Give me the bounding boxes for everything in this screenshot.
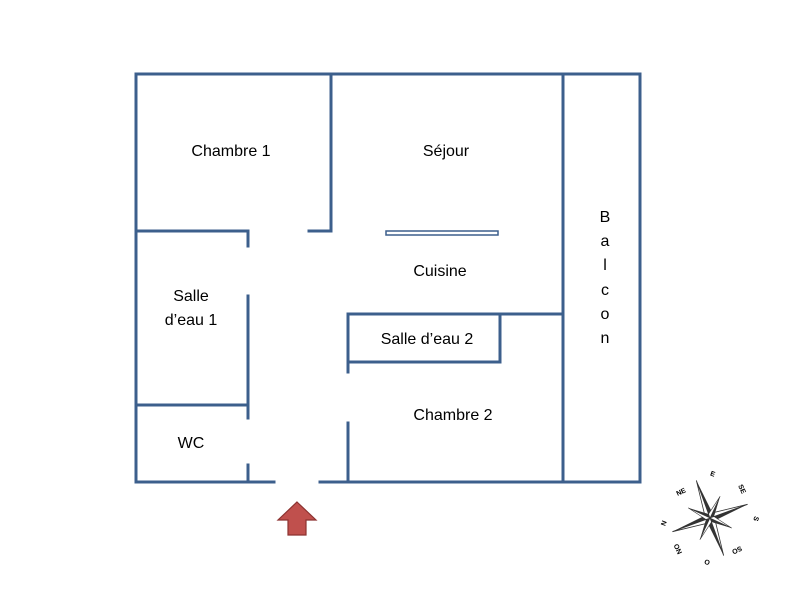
label-cuisine: Cuisine [413, 263, 466, 280]
balcon-letter: B [600, 209, 611, 226]
up-arrow-icon [276, 501, 318, 536]
label-salle-eau2: Salle d’eau 2 [381, 331, 474, 348]
label-chambre1: Chambre 1 [191, 143, 270, 160]
label-salle-eau1-line2: d’eau 1 [165, 312, 218, 329]
compass-label: SO [730, 544, 743, 555]
walls [134, 72, 642, 484]
compass-label: S [751, 515, 759, 522]
compass-label: E [709, 471, 716, 479]
label-chambre2: Chambre 2 [413, 407, 492, 424]
balcon-letter: n [601, 330, 610, 347]
label-sejour: Séjour [423, 143, 470, 160]
compass-label: SE [736, 484, 746, 496]
compass-rose-icon: N NE E SE S SO O NO [660, 471, 759, 566]
balcon-letter: a [601, 233, 610, 250]
balcon-letter: o [601, 306, 610, 323]
balcon-letter: c [601, 282, 609, 299]
compass-label: N [660, 520, 668, 527]
compass-label: NE [675, 487, 687, 498]
label-salle-eau1-line1: Salle [173, 288, 209, 305]
compass-label: NO [673, 542, 684, 555]
label-wc: WC [178, 435, 205, 452]
compass-label: O [703, 557, 711, 566]
balcon-letter: l [603, 257, 607, 274]
label-balcon: B a l c o n [600, 209, 611, 347]
kitchen-counter [385, 230, 499, 236]
